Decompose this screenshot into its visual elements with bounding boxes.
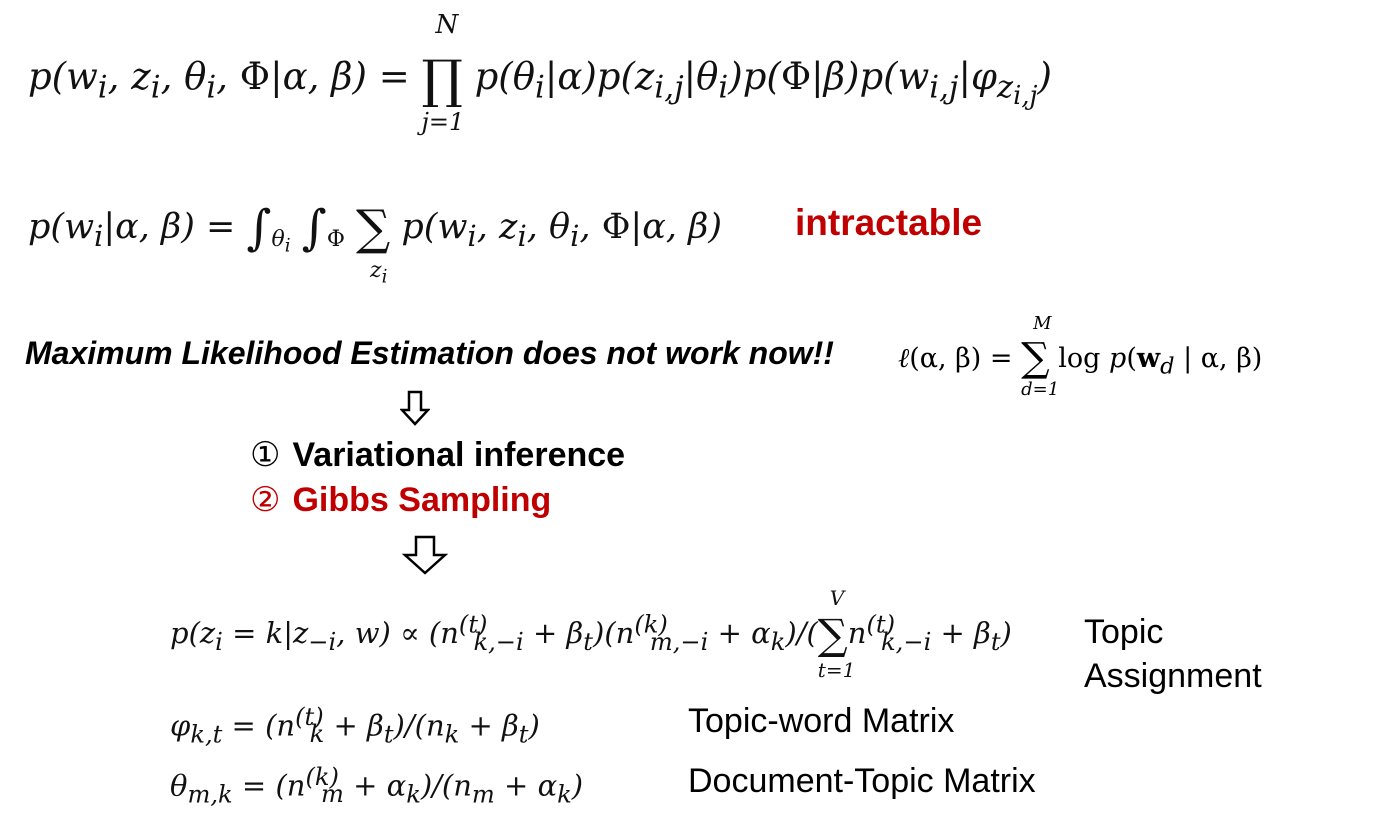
marginal-likelihood-equation: p(wi|α, β) = ∫θi ∫Φ ∑zi p(wi, zi, θi, Φ|… — [28, 200, 722, 288]
number-two-icon: ② — [250, 480, 281, 520]
topic-word-label: Topic-word Matrix — [688, 702, 955, 740]
topic-assignment-equation: p(zi = k|z−i, w) ∝ (n(t)k,−i + βt)(n(k)m… — [170, 586, 1012, 682]
down-arrow-icon — [402, 535, 448, 575]
document-topic-equation: θm,k = (n(k)m + αk)/(nm + αk) — [170, 763, 584, 809]
topic-assignment-label: Topic Assignment — [1084, 613, 1262, 695]
document-topic-label: Document-Topic Matrix — [688, 762, 1036, 800]
number-one-icon: ① — [250, 435, 281, 475]
intractable-label: intractable — [795, 202, 983, 243]
down-arrow-icon — [400, 390, 430, 426]
mle-note: Maximum Likelihood Estimation does not w… — [25, 335, 834, 371]
topic-word-equation: φk,t = (n(t)k + βt)/(nk + βt) — [170, 703, 540, 749]
